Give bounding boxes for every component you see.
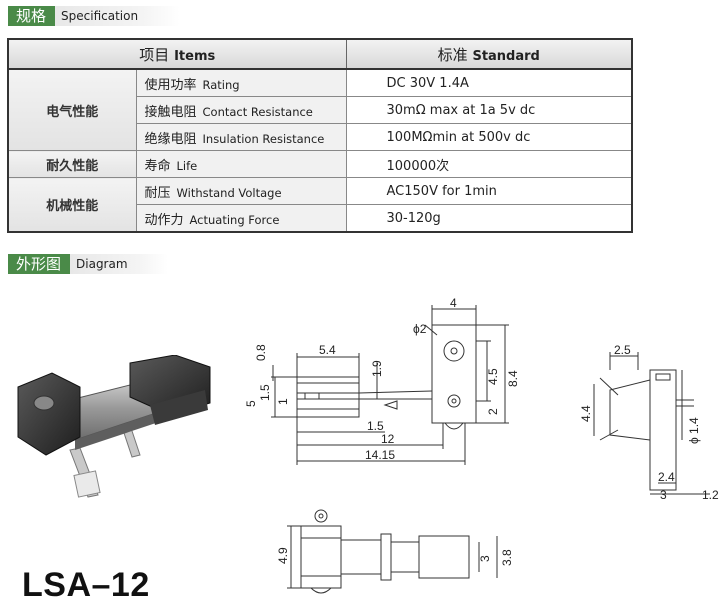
side-dim-dia-1-4: ϕ 1.4 <box>687 417 701 444</box>
spec-title-en: Specification <box>55 6 180 26</box>
dim-1-5-bottom: 1.5 <box>367 419 384 433</box>
bottom-dim-3: 3 <box>478 555 492 562</box>
group-durability: 耐久性能 <box>7 150 137 178</box>
dim-2: 2 <box>486 408 500 415</box>
spec-title-zh: 规格 <box>8 6 56 26</box>
side-dim-1-2: 1.2 <box>702 488 719 502</box>
dim-0-8: 0.8 <box>254 344 268 361</box>
side-view-drawing: 2.5 4.4 ϕ 1.4 2.4 3 1.2 <box>579 343 719 502</box>
standard-cell: 30-120g <box>345 204 633 233</box>
dim-4-5: 4.5 <box>486 368 500 385</box>
diagram-title-en: Diagram <box>70 254 168 274</box>
side-dim-4-4: 4.4 <box>579 405 593 422</box>
side-dim-2-5: 2.5 <box>614 343 631 357</box>
group-mechanical: 机械性能 <box>7 177 137 233</box>
dim-1-9: 1.9 <box>370 360 384 377</box>
standard-cell: 100MΩmin at 500v dc <box>345 123 633 151</box>
front-view-drawing: 4 ϕ2 0.8 5.4 1.9 5 1.5 1 4.5 8.4 2 1.5 1… <box>244 296 520 465</box>
dim-5-4: 5.4 <box>319 343 336 357</box>
dim-8-4: 8.4 <box>506 370 520 387</box>
standard-cell: 100000次 <box>345 150 633 178</box>
standard-cell: DC 30V 1.4A <box>345 68 633 97</box>
diagram-section-header: 外形图 Diagram <box>8 254 168 274</box>
model-label: LSA–12 <box>22 566 150 604</box>
group-electrical: 电气性能 <box>7 68 137 151</box>
dim-5: 5 <box>244 400 258 407</box>
side-dim-2-4: 2.4 <box>658 470 675 484</box>
dim-1-5-left: 1.5 <box>258 384 272 401</box>
standard-cell: 30mΩ max at 1a 5v dc <box>345 96 633 124</box>
standard-header: 标准 Standard <box>345 38 633 70</box>
dim-12: 12 <box>381 432 395 446</box>
dim-hole-dia: ϕ2 <box>413 322 427 336</box>
dim-top-width: 4 <box>450 296 457 310</box>
table-header-row: 项目 Items 标准 Standard <box>7 38 633 70</box>
bottom-dim-3-8: 3.8 <box>500 549 514 566</box>
bottom-dim-4-9: 4.9 <box>276 547 290 564</box>
dim-14-15: 14.15 <box>365 448 395 462</box>
diagram-title-zh: 外形图 <box>8 254 71 274</box>
dim-1: 1 <box>276 398 290 405</box>
standard-cell: AC150V for 1min <box>345 177 633 205</box>
spec-section-header: 规格 Specification <box>8 6 180 26</box>
side-dim-3: 3 <box>660 488 667 502</box>
bottom-view-drawing: 4.9 3 3.8 <box>276 509 514 594</box>
items-header: 项目 Items <box>7 38 347 70</box>
product-photo <box>17 355 211 498</box>
